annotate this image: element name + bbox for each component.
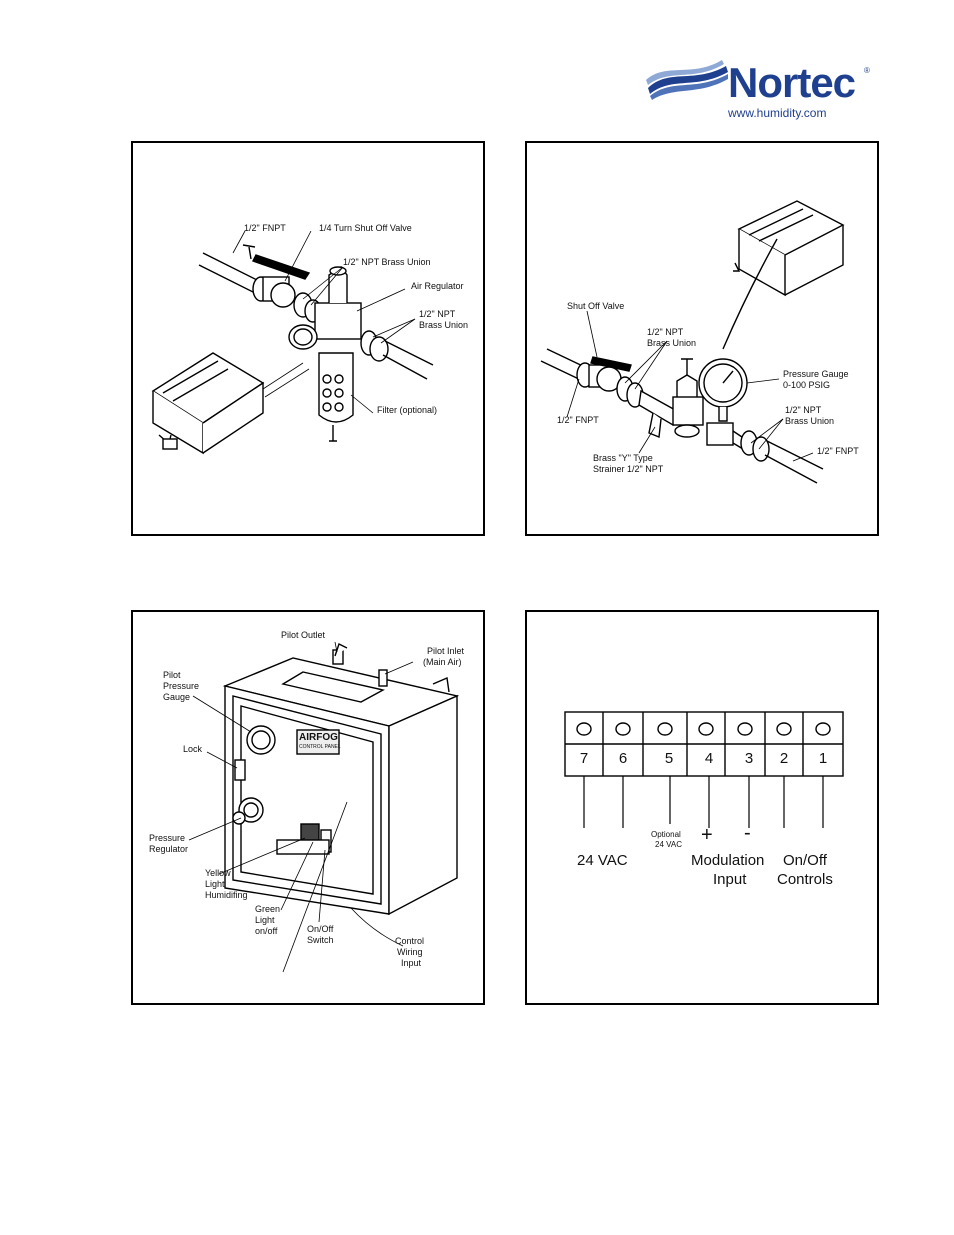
onoff-switch-label-1: On/Off (307, 924, 334, 934)
water-line-illustration (540, 200, 845, 484)
modulation-plus-sign: + (701, 824, 713, 846)
yellow-light-label-1: Yellow (205, 868, 231, 878)
pressure-gauge-label-2: 0-100 PSIG (783, 380, 831, 390)
shutoff-valve-label: Shut Off Valve (567, 301, 625, 311)
terminal-wiring-panel: 7 6 5 4 3 2 1 24 VAC Optional 24 VAC + -… (525, 610, 879, 1005)
control-panel-diagram-panel: Pilot Outlet Pilot Inlet (Main Air) Pilo… (131, 610, 485, 1005)
pilot-gauge-label-2: Pressure (163, 681, 200, 691)
shutoff-valve-label: 1/4 Turn Shut Off Valve (319, 223, 412, 233)
terminal-7: 7 (579, 750, 589, 767)
logo-url: www.humidity.com (728, 106, 827, 120)
air-line-illustration (151, 230, 434, 455)
brand-plate-subtext: CONTROL PANEL (299, 744, 341, 750)
optional-vac-label-2: 24 VAC (655, 840, 682, 849)
lock-label: Lock (183, 744, 203, 754)
yellow-light-label-2: Light (205, 879, 225, 889)
terminal-6: 6 (618, 750, 628, 767)
brass-union-right-label-2: Brass Union (785, 416, 835, 426)
logo-wordmark: Nortec (728, 59, 856, 106)
pressure-gauge-label-1: Pressure Gauge (783, 369, 849, 379)
fnpt-left-label: 1/2" FNPT (557, 415, 599, 425)
water-line-diagram-panel: Shut Off Valve 1/2" NPT Brass Union Pres… (525, 141, 879, 536)
terminal-5: 5 (664, 750, 674, 767)
pressure-regulator-label-1: Pressure (149, 833, 186, 843)
terminal-4: 4 (704, 750, 714, 767)
fnpt-right-label: 1/2" FNPT (817, 446, 859, 456)
brass-union-right-label-1: 1/2" NPT (785, 405, 822, 415)
control-wiring-label-1: Control (395, 936, 425, 946)
right-union-label-1: 1/2" NPT (419, 309, 456, 319)
modulation-label-2: Input (713, 871, 747, 888)
pilot-inlet-label-2: (Main Air) (423, 657, 462, 667)
terminal-1: 1 (818, 750, 828, 767)
air-line-diagram-panel: 1/2" FNPT 1/4 Turn Shut Off Valve 1/2" N… (131, 141, 485, 536)
onoff-controls-label-2: Controls (777, 871, 833, 888)
right-union-label-2: Brass Union (419, 320, 469, 330)
modulation-minus-sign: - (744, 822, 751, 844)
onoff-switch-label-2: Switch (307, 935, 334, 945)
onoff-controls-label-1: On/Off (783, 852, 827, 869)
terminal-3: 3 (744, 750, 754, 767)
optional-vac-label-1: Optional (651, 830, 681, 839)
green-light-label-3: on/off (255, 926, 278, 936)
control-wiring-label-2: Wiring (397, 947, 423, 957)
air-regulator-label: Air Regulator (411, 281, 464, 291)
control-wiring-label-3: Input (401, 958, 422, 968)
green-light-label-1: Green (255, 904, 281, 914)
nortec-logo: Nortec ® www.humidity.com (644, 58, 874, 124)
filter-label: Filter (optional) (377, 405, 438, 415)
strainer-label-1: Brass "Y" Type (593, 453, 653, 463)
green-light-label-2: Light (255, 915, 275, 925)
brass-union-label-2: Brass Union (647, 338, 697, 348)
modulation-label-1: Modulation (691, 852, 765, 869)
pilot-inlet-label-1: Pilot Inlet (427, 646, 465, 656)
vac-label: 24 VAC (577, 852, 628, 869)
fnpt-label: 1/2" FNPT (244, 223, 286, 233)
terminal-block-illustration (564, 711, 844, 828)
brand-plate-text: AIRFOG (299, 732, 338, 743)
pilot-gauge-label-1: Pilot (163, 670, 181, 680)
yellow-light-label-3: Humidifing (205, 890, 248, 900)
pressure-regulator-label-2: Regulator (149, 844, 189, 854)
terminal-2: 2 (779, 750, 789, 767)
brass-union-label-1: 1/2" NPT (647, 327, 684, 337)
brass-union-label: 1/2" NPT Brass Union (343, 257, 431, 267)
wave-logo-icon (646, 60, 728, 100)
pilot-outlet-label: Pilot Outlet (281, 630, 326, 640)
pilot-gauge-label-3: Gauge (163, 692, 191, 702)
strainer-label-2: Strainer 1/2" NPT (593, 464, 664, 474)
registered-mark: ® (864, 66, 870, 75)
control-panel-illustration (188, 641, 460, 973)
